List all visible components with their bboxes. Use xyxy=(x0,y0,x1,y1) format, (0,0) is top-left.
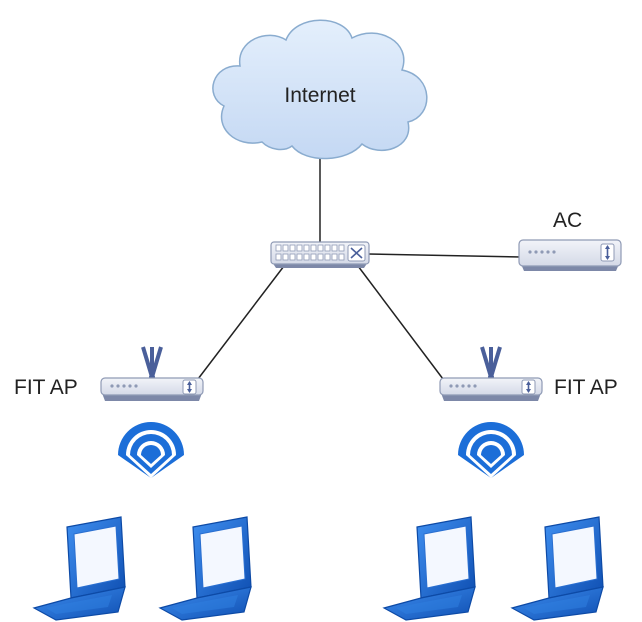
access-point-icon xyxy=(438,345,544,403)
link-switch-ap-right xyxy=(357,265,444,380)
laptop-icon xyxy=(159,516,252,621)
internet-cloud-icon xyxy=(212,19,428,160)
access-point-icon xyxy=(99,345,205,403)
wifi-signal-icon xyxy=(458,422,524,478)
switch-icon xyxy=(270,241,370,268)
link-switch-ap-left xyxy=(197,265,285,380)
ac-label: AC xyxy=(553,209,583,232)
access-controller-icon xyxy=(518,239,622,271)
internet-label: Internet xyxy=(284,84,356,107)
fit-ap-right-label: FIT AP xyxy=(554,376,618,399)
wifi-signal-icon xyxy=(118,422,184,478)
fit-ap-left-label: FIT AP xyxy=(14,376,78,399)
laptop-icon xyxy=(511,516,604,621)
network-links xyxy=(197,150,522,380)
laptop-icon xyxy=(383,516,476,621)
laptop-icon xyxy=(33,516,126,621)
link-switch-ac xyxy=(367,253,522,258)
